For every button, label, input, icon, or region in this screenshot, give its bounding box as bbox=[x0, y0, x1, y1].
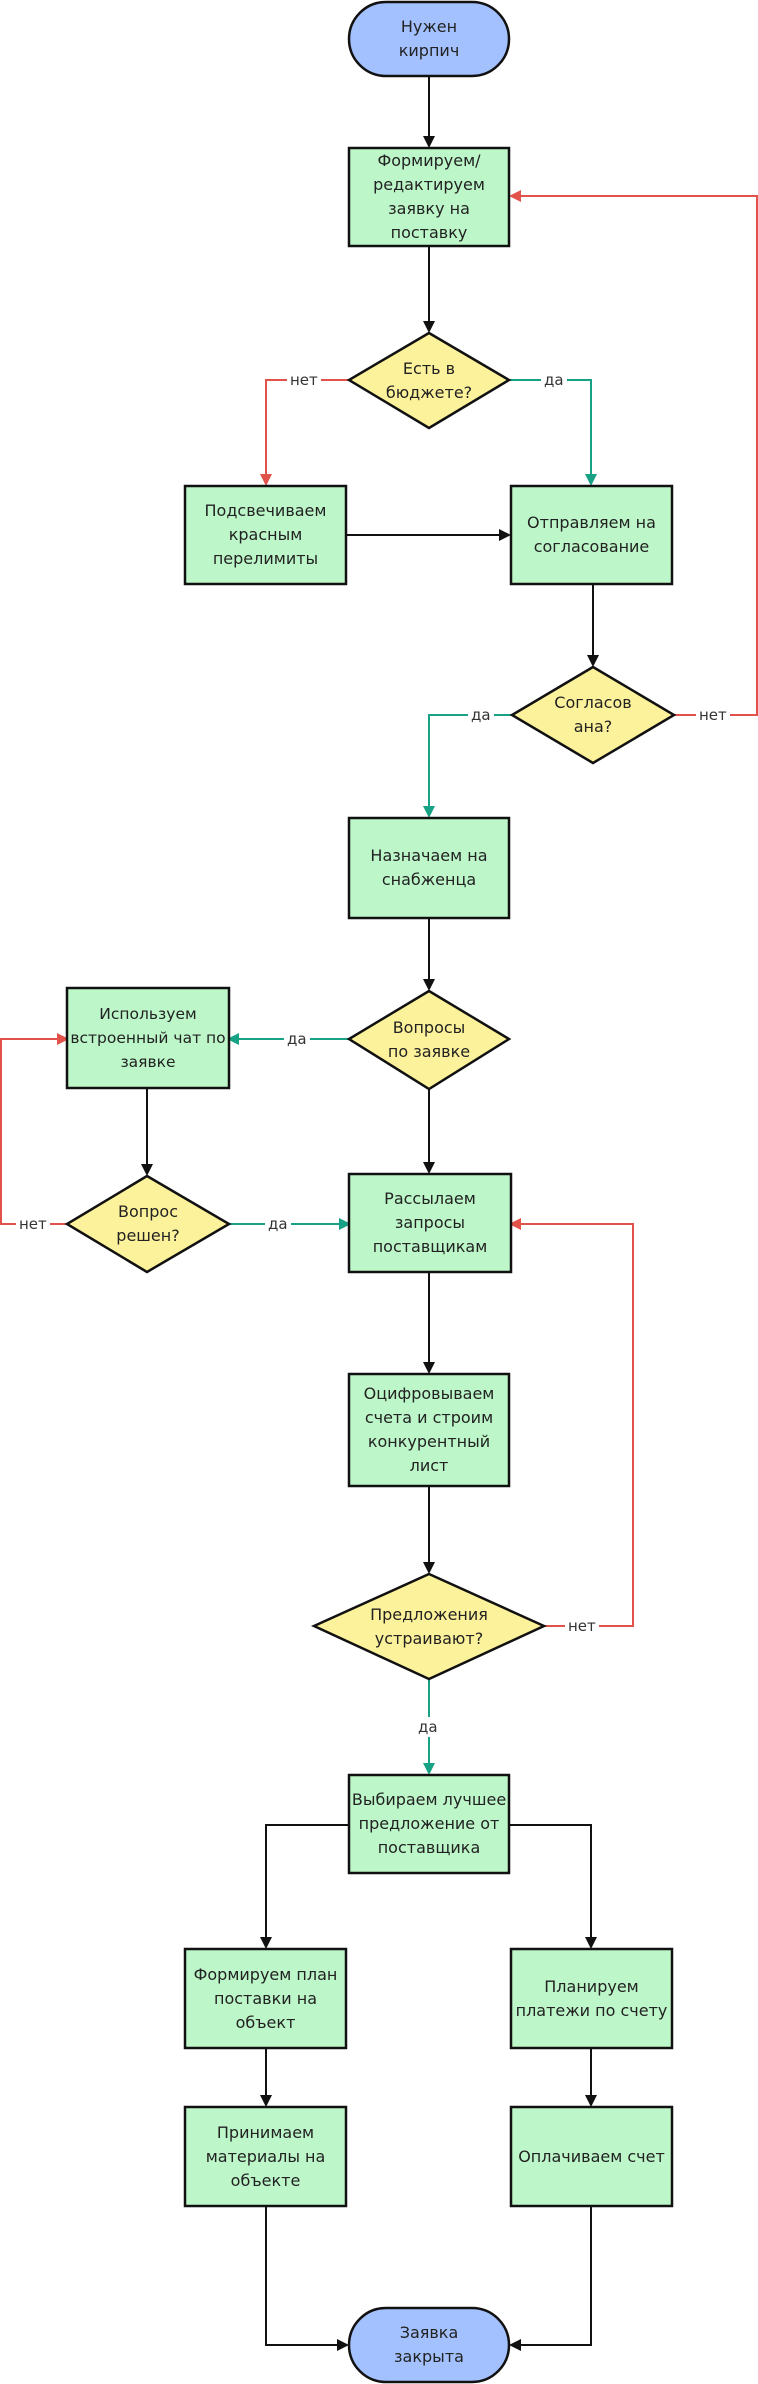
start-terminal bbox=[347, 0, 511, 78]
budget-yes-label: да bbox=[541, 370, 567, 390]
offers-no-label: нет bbox=[565, 1616, 599, 1636]
plan-payments-box bbox=[509, 1947, 674, 2050]
edge-pay-to-end bbox=[509, 2206, 592, 2351]
edge-resolved-no bbox=[0, 1033, 69, 1225]
choose-best-box bbox=[347, 1773, 511, 1875]
pay-box bbox=[509, 2105, 674, 2208]
digitize-box bbox=[347, 1372, 511, 1488]
in-budget-decision bbox=[346, 331, 512, 430]
use-chat-box bbox=[65, 986, 231, 1090]
delivery-plan-box bbox=[183, 1947, 348, 2050]
questions-decision bbox=[346, 989, 512, 1091]
send-approval-box bbox=[509, 484, 674, 586]
budget-no-label: нет bbox=[287, 370, 321, 390]
questions-yes-label: да bbox=[284, 1029, 310, 1049]
resolved-decision bbox=[64, 1174, 232, 1274]
edge-receive-to-end bbox=[265, 2206, 349, 2351]
resolved-no-label: нет bbox=[16, 1214, 50, 1234]
offers-yes-label: да bbox=[415, 1717, 441, 1737]
send-requests-box bbox=[347, 1172, 513, 1274]
edge-choose-to-delivery bbox=[260, 1824, 349, 1949]
edge-budget-no bbox=[260, 379, 349, 486]
receive-box bbox=[183, 2105, 348, 2208]
resolved-yes-label: да bbox=[265, 1214, 291, 1234]
approved-yes-label: да bbox=[468, 705, 494, 725]
assign-buyer-box bbox=[347, 816, 511, 920]
highlight-over-box bbox=[183, 484, 348, 586]
edge-budget-yes bbox=[509, 379, 597, 486]
end-terminal bbox=[347, 2306, 511, 2384]
edge-choose-to-payments bbox=[509, 1824, 597, 1949]
edge-offers-no bbox=[509, 1218, 634, 1627]
edge-approved-no bbox=[509, 190, 758, 716]
offers-ok-decision bbox=[310, 1572, 548, 1681]
form-request-box bbox=[347, 146, 511, 248]
edge-approved-yes bbox=[423, 714, 512, 818]
approved-no-label: нет bbox=[696, 705, 730, 725]
approved-decision bbox=[509, 665, 677, 765]
